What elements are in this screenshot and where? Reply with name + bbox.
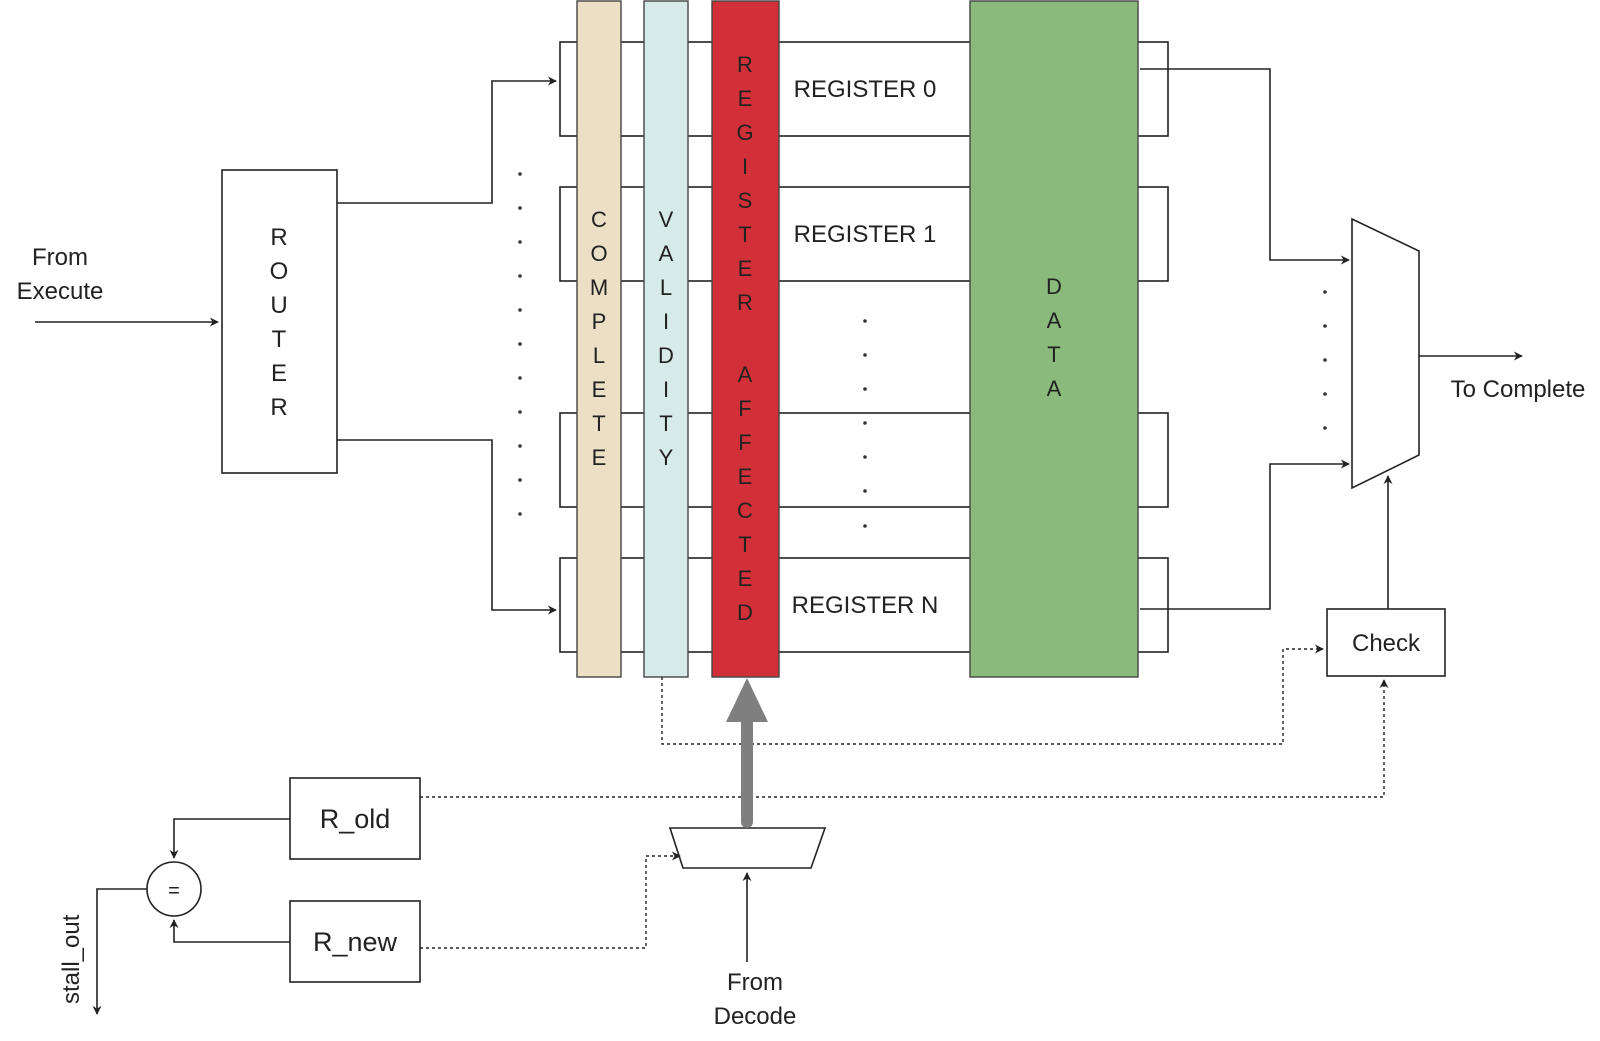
equality-comparator-label: = — [168, 880, 180, 902]
registers-ellipsis — [863, 319, 867, 528]
data-column — [969, 0, 1139, 678]
r-new-label: R_new — [313, 927, 398, 957]
from-decode-label-line2: Decode — [714, 1003, 797, 1030]
check-label: Check — [1352, 630, 1421, 657]
mux-inputs-ellipsis — [1323, 290, 1327, 430]
decoder-multiplexer — [668, 827, 827, 869]
register-0-label: REGISTER 0 — [794, 76, 937, 103]
stall-out-label: stall_out — [58, 914, 85, 1004]
r-new-to-comparator-wire — [169, 919, 290, 943]
register-1-label: REGISTER 1 — [794, 221, 937, 248]
decoder-to-register-affected-arrowhead — [726, 678, 768, 722]
r-new-to-decoder-dotted-wire — [420, 851, 681, 949]
router-box — [221, 169, 338, 474]
register-n-to-mux-wire — [1140, 459, 1350, 610]
r-old-label: R_old — [320, 804, 391, 834]
register-n-label: REGISTER N — [792, 592, 939, 619]
r-old-to-comparator-wire — [169, 818, 290, 859]
r-new-box — [289, 900, 421, 983]
r-old-box — [289, 777, 421, 860]
to-complete-label: To Complete — [1451, 376, 1586, 403]
validity-column — [643, 0, 689, 678]
complete-column — [576, 0, 622, 678]
stall-out-arrow — [92, 888, 147, 1015]
r-old-to-check-dotted-wire — [420, 679, 1389, 798]
check-box — [1326, 608, 1446, 677]
output-multiplexer — [1351, 217, 1420, 490]
router-to-register-n-wire — [337, 439, 557, 615]
from-decode-label-line1: From — [727, 969, 783, 996]
register-0-to-mux-wire — [1140, 68, 1350, 265]
from-execute-label-line2: Execute — [17, 278, 104, 305]
validity-to-check-dotted-wire — [661, 644, 1324, 745]
router-to-register-0-wire — [337, 76, 557, 204]
from-execute-label-line1: From — [32, 244, 88, 271]
register-affected-column — [711, 0, 780, 678]
router-outputs-ellipsis — [518, 172, 522, 516]
